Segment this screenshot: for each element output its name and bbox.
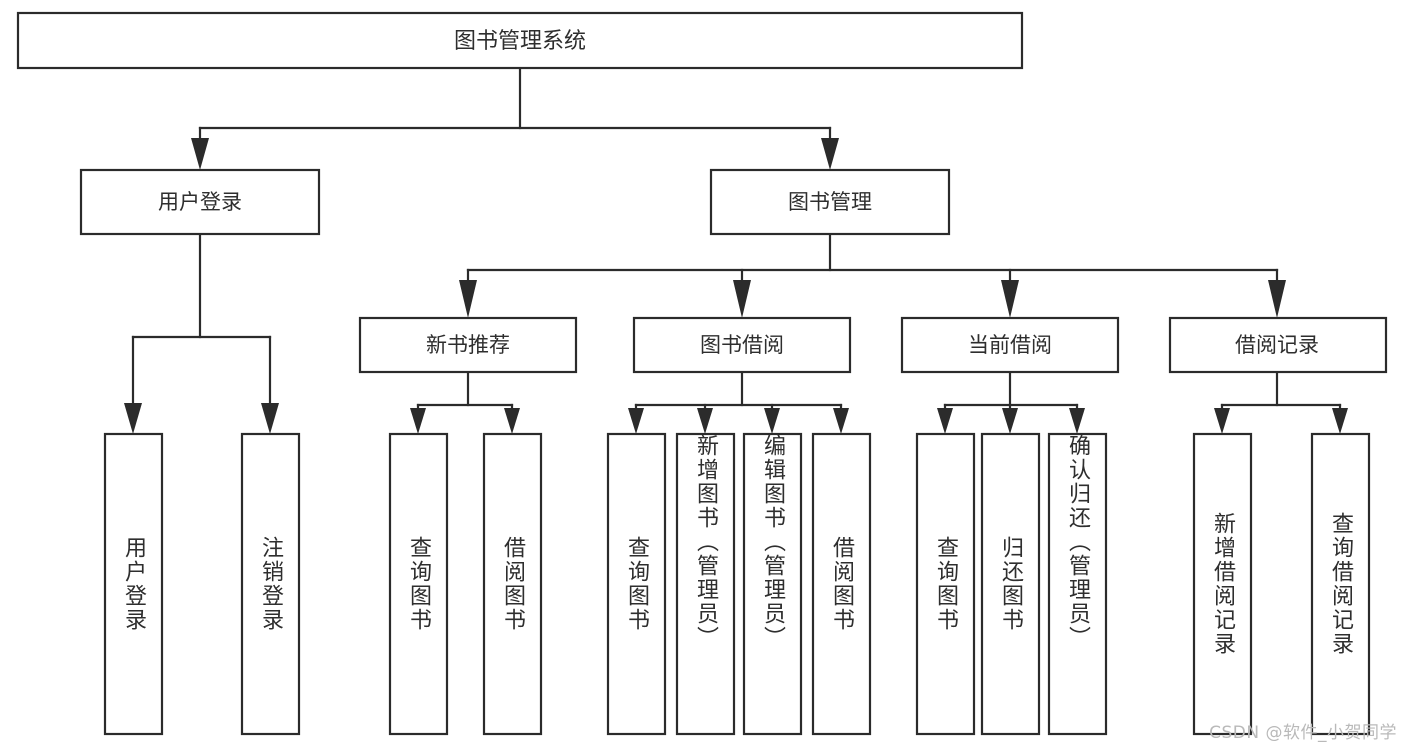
node-book-borrow[interactable] bbox=[632, 316, 852, 374]
arrow-leaf-query-book-2 bbox=[628, 408, 644, 434]
node-new-book-rec-label: 新书推荐 bbox=[426, 333, 510, 357]
connector-group-root bbox=[191, 66, 839, 170]
arrow-leaf-add-record bbox=[1214, 408, 1230, 434]
node-leaf-return-book[interactable] bbox=[980, 432, 1041, 736]
arrow-leaf-query-book-3 bbox=[937, 408, 953, 434]
node-leaf-add-record[interactable] bbox=[1192, 432, 1253, 736]
arrow-to-current-borrow bbox=[1001, 280, 1019, 318]
node-user-login[interactable] bbox=[79, 168, 321, 236]
arrow-leaf-return-book bbox=[1002, 408, 1018, 434]
node-leaf-query-record[interactable] bbox=[1310, 432, 1371, 736]
node-borrow-record[interactable] bbox=[1168, 316, 1388, 374]
node-leaf-user-login[interactable] bbox=[103, 432, 164, 736]
node-book-manage-label: 图书管理 bbox=[788, 190, 872, 214]
watermark: CSDN @软件_小贺同学 bbox=[1209, 723, 1397, 743]
arrow-to-book-borrow bbox=[733, 280, 751, 318]
node-leaf-edit-book[interactable] bbox=[742, 432, 803, 736]
node-root-label: 图书管理系统 bbox=[454, 29, 586, 54]
node-new-book-rec[interactable] bbox=[358, 316, 578, 374]
arrow-leaf-edit-book bbox=[764, 408, 780, 434]
arrow-leaf-query-record bbox=[1332, 408, 1348, 434]
connector-group-new-book-rec bbox=[410, 370, 520, 434]
node-current-borrow-label: 当前借阅 bbox=[968, 333, 1052, 357]
node-leaf-borrow-book-2[interactable] bbox=[811, 432, 872, 736]
connector-group-borrow-record bbox=[1214, 370, 1348, 434]
node-leaf-query-book-3[interactable] bbox=[915, 432, 976, 736]
arrow-leaf-borrow-book-1 bbox=[504, 408, 520, 434]
node-leaf-query-book-1[interactable] bbox=[388, 432, 449, 736]
node-leaf-logout[interactable] bbox=[240, 432, 301, 736]
node-current-borrow[interactable] bbox=[900, 316, 1120, 374]
arrow-leaf-logout bbox=[261, 403, 279, 434]
connector-group-book-borrow bbox=[628, 370, 849, 434]
arrow-to-new-book-rec bbox=[459, 280, 477, 318]
arrow-leaf-confirm-return bbox=[1069, 408, 1085, 434]
node-root[interactable] bbox=[16, 11, 1024, 70]
arrow-to-user-login bbox=[191, 138, 209, 170]
arrow-to-borrow-record bbox=[1268, 280, 1286, 318]
node-book-borrow-label: 图书借阅 bbox=[700, 333, 784, 357]
arrow-leaf-borrow-book-2 bbox=[833, 408, 849, 434]
arrow-leaf-add-book bbox=[697, 408, 713, 434]
arrow-leaf-user-login bbox=[124, 403, 142, 434]
node-leaf-query-book-2[interactable] bbox=[606, 432, 667, 736]
arrow-leaf-query-book-1 bbox=[410, 408, 426, 434]
connector-group-user-login bbox=[124, 232, 279, 434]
node-user-login-label: 用户登录 bbox=[158, 190, 242, 214]
connector-group-book-manage bbox=[459, 232, 1286, 318]
connector-group-current-borrow bbox=[937, 370, 1085, 434]
node-leaf-confirm-return[interactable] bbox=[1047, 432, 1108, 736]
node-leaf-add-book[interactable] bbox=[675, 432, 736, 736]
node-book-manage[interactable] bbox=[709, 168, 951, 236]
node-borrow-record-label: 借阅记录 bbox=[1235, 333, 1319, 357]
arrow-to-book-manage bbox=[821, 138, 839, 170]
node-leaf-borrow-book-1[interactable] bbox=[482, 432, 543, 736]
